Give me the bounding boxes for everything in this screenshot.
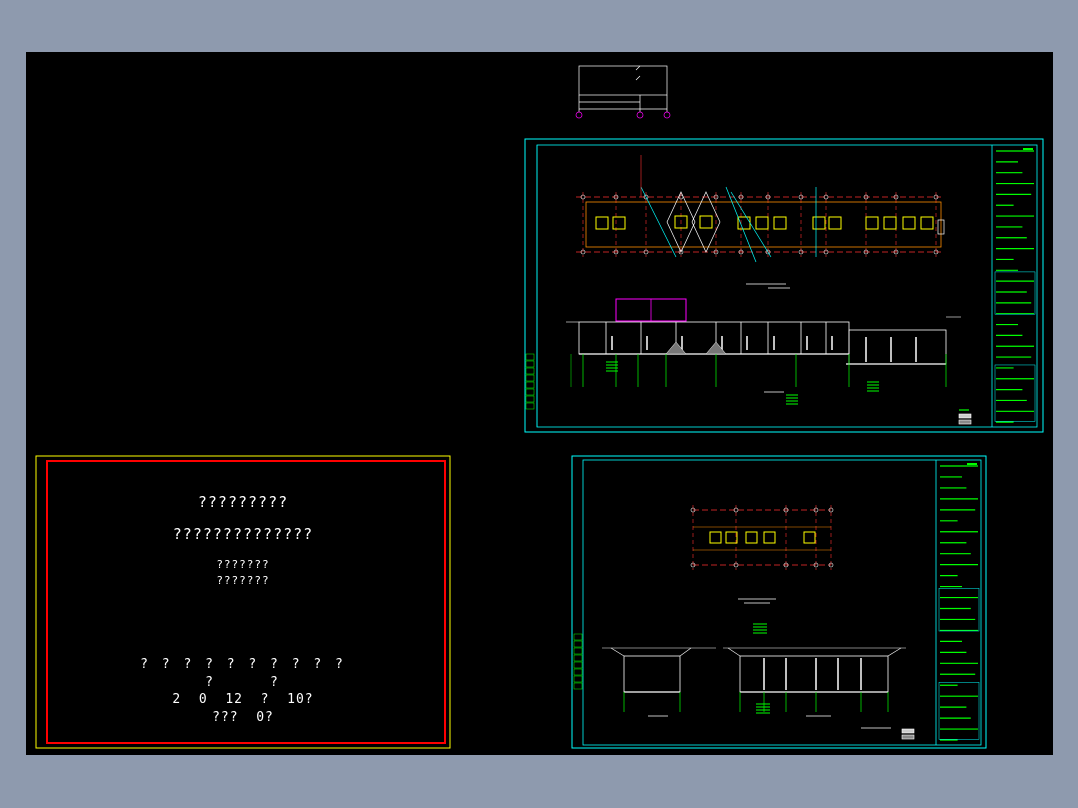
cad-drawing-canvas[interactable]: [26, 52, 1053, 755]
sheet-1-section-view: [566, 298, 972, 425]
cover-sheet-text: ????????? ?????????????? ??????? ???????…: [36, 52, 450, 755]
sheet-1-plan-view: [576, 155, 945, 289]
sheet-2-section-views: [602, 623, 915, 740]
sheet-2-title-block: [938, 463, 980, 741]
key-plan: [575, 65, 671, 119]
sheet-1-title-block: [994, 148, 1036, 423]
sheet-1-left-strip: [525, 353, 535, 410]
sheet-1-structural: [524, 138, 1044, 433]
sheet-2-plan-view: [690, 505, 834, 604]
cover-line-6: ? ?: [205, 675, 281, 690]
cad-model-space[interactable]: ????????? ?????????????? ??????? ???????…: [26, 52, 1053, 755]
cover-line-8: ??? 0?: [212, 710, 274, 725]
cover-line-5: ? ? ? ? ? ? ? ? ? ?: [140, 657, 346, 672]
cover-sheet-inner-frame: [46, 460, 446, 744]
cover-line-4: ???????: [216, 574, 270, 587]
cover-line-3: ???????: [216, 558, 270, 571]
cover-title: ?????????: [197, 493, 289, 511]
sheet-2-left-strip: [573, 633, 583, 690]
sheet-2-structural: [571, 455, 987, 749]
cover-sheet-outer-frame: [35, 455, 451, 749]
cover-subtitle: ??????????????: [172, 525, 314, 543]
cover-line-7: 2 0 12 ? 10?: [172, 692, 314, 707]
